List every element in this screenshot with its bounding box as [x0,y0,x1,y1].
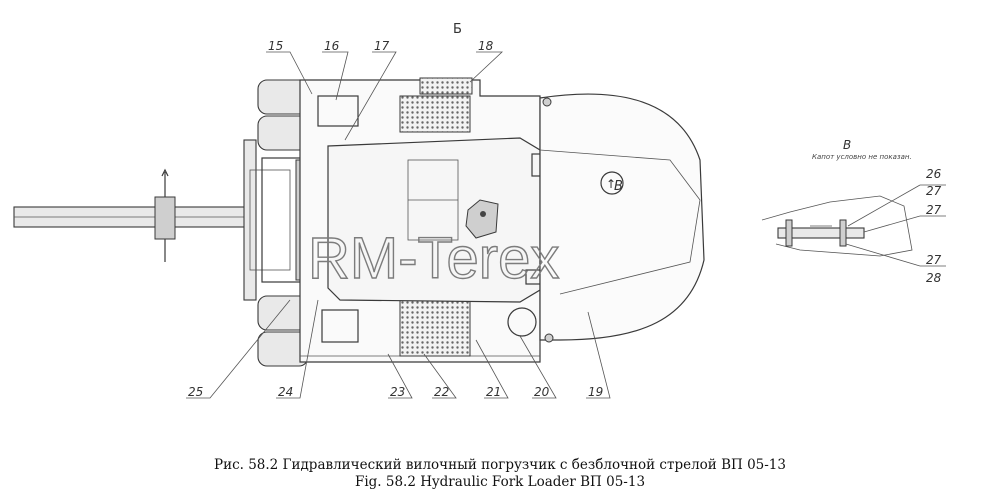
svg-text:↑: ↑ [606,177,616,191]
view-label: Б [453,22,462,37]
caption-ru: Рис. 58.2 Гидравлический вилочный погруз… [213,457,786,473]
callout-18: 18 [478,39,494,53]
callout-19: 19 [588,385,603,399]
fork-boom [13,168,255,262]
callout-27-c: 27 [926,253,942,267]
callout-26: 26 [926,167,942,181]
callout-15: 15 [268,39,283,53]
callout-21: 21 [486,385,501,399]
cabin [327,137,545,303]
callout-25: 25 [188,385,203,399]
step-top [399,95,471,133]
callout-27-a: 27 [926,184,942,198]
fuel-tank [507,307,537,337]
callout-28: 28 [926,271,942,285]
callout-27-b: 27 [926,203,942,217]
front-wheels [257,79,309,367]
watermark: RM-Terex [308,226,559,291]
detail-label: В [843,138,851,152]
callout-16: 16 [324,39,340,53]
callout-24: 24 [278,385,293,399]
detail-view: В Капот условно не показан. [761,138,946,267]
engine-hood: ↑ В [539,93,705,343]
step-bottom [399,297,471,357]
caption-en: Fig. 58.2 Hydraulic Fork Loader ВП 05-13 [354,474,646,490]
leader-lines [186,51,611,399]
callout-17: 17 [374,39,390,53]
callout-20: 20 [534,385,550,399]
callout-22: 22 [434,385,449,399]
inset-mark: В [614,179,623,194]
callout-23: 23 [390,385,405,399]
detail-note: Капот условно не показан. [812,153,912,161]
